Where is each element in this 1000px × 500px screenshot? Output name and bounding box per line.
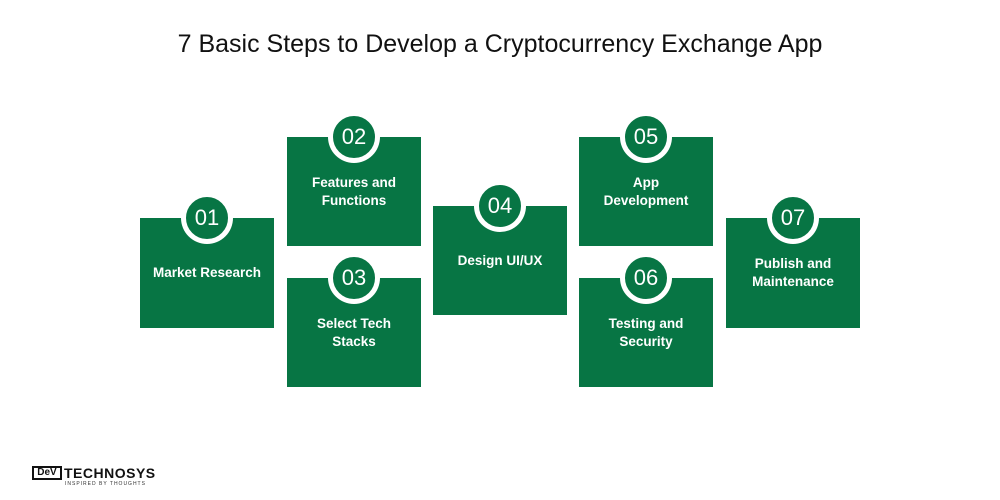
- step-label-07: Publish and Maintenance: [752, 256, 834, 289]
- step-number-07: 07: [770, 195, 816, 241]
- step-label-05: App Development: [603, 174, 689, 208]
- step-number-05: 05: [623, 114, 669, 160]
- step-number-06: 06: [623, 255, 669, 301]
- step-box-07: Publish and Maintenance: [726, 218, 860, 328]
- step-label-03: Select Tech Stacks: [316, 315, 392, 349]
- step-label-06: Testing and Security: [608, 315, 684, 349]
- step-badge-07: 07: [767, 192, 819, 244]
- step-badge-06: 06: [620, 252, 672, 304]
- logo-mark: DeV: [32, 466, 62, 480]
- step-box-02: Features and Functions: [287, 137, 421, 246]
- logo-wordmark: TECHNOSYS: [64, 465, 156, 481]
- step-badge-04: 04: [474, 180, 526, 232]
- step-badge-01: 01: [181, 192, 233, 244]
- diagram-title: 7 Basic Steps to Develop a Cryptocurrenc…: [177, 30, 823, 58]
- step-number-03: 03: [331, 255, 377, 301]
- step-badge-02: 02: [328, 111, 380, 163]
- step-box-05: App Development: [579, 137, 713, 246]
- brand-logo: DeV TECHNOSYS INSPIRED BY THOUGHTS: [32, 465, 155, 490]
- logo-tagline: INSPIRED BY THOUGHTS: [65, 481, 146, 487]
- step-number-01: 01: [184, 195, 230, 241]
- step-badge-05: 05: [620, 111, 672, 163]
- step-number-02: 02: [331, 114, 377, 160]
- step-label-04: Design UI/UX: [457, 252, 543, 268]
- step-label-01: Market Research: [152, 265, 262, 280]
- step-label-02: Features and Functions: [311, 174, 397, 208]
- step-number-04: 04: [477, 183, 523, 229]
- step-badge-03: 03: [328, 252, 380, 304]
